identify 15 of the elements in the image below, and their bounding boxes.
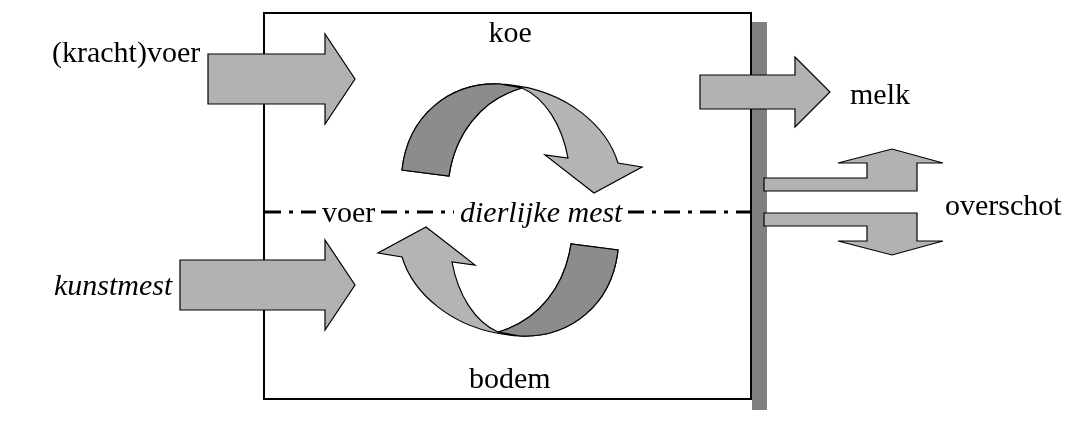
flow-label: melk: [850, 76, 910, 111]
block-arrow: [699, 55, 831, 129]
text-label: overschot: [945, 187, 1062, 222]
curved-arrow: [377, 226, 619, 337]
flow-label: (kracht)voer: [52, 34, 201, 69]
text-label: bodem: [469, 360, 551, 395]
block-arrow: [207, 32, 356, 126]
text-label: koe: [488, 14, 532, 49]
flow-label: kunstmest: [54, 267, 173, 302]
block-arrow: [179, 238, 356, 332]
block-arrow: [763, 148, 944, 192]
flow-label: voer: [322, 194, 376, 229]
curved-arrow: [401, 83, 643, 194]
block-arrow: [763, 212, 944, 256]
flow-label: dierlijke mest: [460, 194, 623, 229]
